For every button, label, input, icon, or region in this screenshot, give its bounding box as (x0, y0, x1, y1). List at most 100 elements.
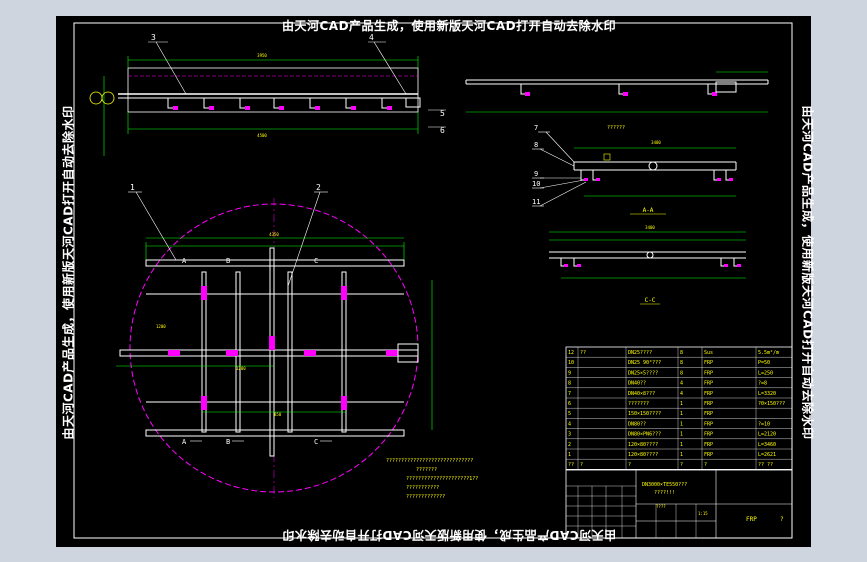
side-view-label: ?????? (607, 125, 625, 131)
dim-plan-v1: 1200 (236, 366, 246, 371)
bom-cell-no: 3 (568, 432, 571, 438)
callout-4: 4 (369, 33, 374, 42)
bom-header-mat: ? (704, 462, 707, 468)
bom-cell-note: 5.5m²/m (758, 350, 779, 356)
dim-top-bottom: 4500 (257, 133, 267, 138)
title-block: DN3000×TE550??? ????!!! FRP ? 1:15 ???? (565, 469, 793, 539)
watermark-right: 由天河CAD产品生成，使用新版天河CAD打开自动去除水印 (800, 105, 815, 440)
bom-header-qty: ? (680, 462, 683, 468)
drawing-border (73, 22, 793, 539)
bom-cell-spec: DN25 90°??? (628, 360, 661, 366)
section-c-label: C-C (645, 297, 656, 304)
bom-cell-note: L=3460 (758, 442, 776, 448)
bom-cell-no: 6 (568, 401, 571, 407)
title-sheet: ? (780, 516, 784, 523)
bom-cell-note: L=3320 (758, 391, 776, 397)
callout-3: 3 (151, 33, 156, 42)
note-line-4: ??????????? (406, 485, 439, 491)
bom-cell-note: L=2621 (758, 452, 776, 458)
bom-cell-mat: FRP (704, 411, 713, 417)
section-c-view: 3400 C-C (549, 225, 746, 305)
bom-cell-no: 2 (568, 442, 571, 448)
watermark-bottom: 由天河CAD产品生成，使用新版天河CAD打开自动去除水印 (282, 528, 617, 542)
view-mark-c-top: C (314, 257, 318, 265)
bom-cell-mat: FRP (704, 442, 713, 448)
note-line-2: ??????? (416, 467, 437, 473)
bom-cell-spec: 120×80???? (628, 452, 658, 458)
bom-cell-spec: DN80×PN6??? (628, 432, 661, 438)
drawing-sheet: 3950 4500 3 4 5 6 ?????? (56, 16, 815, 547)
bom-cell-spec: DN25???? (628, 350, 652, 356)
bom-cell-no: 12 (568, 350, 574, 356)
bom-cell-no: 10 (568, 360, 574, 366)
bom-cell-mat: FRP (704, 370, 713, 376)
watermark-left: 由天河CAD产品生成，使用新版天河CAD打开自动去除水印 (61, 105, 76, 440)
callout-9: 9 (534, 170, 538, 178)
bom-header-name: ? (580, 462, 583, 468)
view-mark-b-bottom: B (226, 438, 230, 446)
bom-cell-spec: 150×150???? (628, 411, 661, 417)
bom-cell-no: 7 (568, 391, 571, 397)
bom-cell-qty: 1 (680, 411, 683, 417)
bom-cell-qty: 4 (680, 391, 683, 397)
bom-cell-mat: Sus (704, 350, 713, 356)
dim-plan-v3: 1200 (156, 324, 166, 329)
bom-cell-spec: DN40?? (628, 381, 646, 387)
title-line-1: DN3000×TE550??? (642, 482, 687, 488)
dim-sec-a: 3400 (651, 140, 661, 145)
callout-7: 7 (534, 124, 538, 132)
note-line-3: ?????????????????????1?? (406, 476, 478, 482)
callout-2: 2 (316, 183, 321, 192)
title-material: FRP (746, 516, 757, 523)
bom-cell-spec: 120×80???? (628, 442, 658, 448)
bom-cell-note: L=2120 (758, 432, 776, 438)
bom-header-no: ?? (568, 462, 574, 468)
bom-cell-qty: 1 (680, 452, 683, 458)
bom-cell-qty: 8 (680, 360, 683, 366)
bom-cell-name: ?? (580, 350, 586, 356)
bom-cell-qty: 8 (680, 350, 683, 356)
bom-cell-mat: FRP (704, 432, 713, 438)
view-mark-a-top: A (182, 257, 187, 265)
bom-cell-mat: FRP (704, 421, 713, 427)
title-scale: 1:15 (698, 511, 708, 516)
bom-cell-mat: FRP (704, 360, 713, 366)
bom-cell-no: 8 (568, 381, 571, 387)
bom-cell-spec: DN80?? (628, 421, 646, 427)
section-a-label: A-A (643, 207, 654, 214)
dim-plan-top: 4350 (269, 232, 279, 237)
cad-drawing: 3950 4500 3 4 5 6 ?????? (73, 22, 793, 539)
title-misc: ???? (656, 504, 666, 509)
plan-view: 4350 1200 850 1200 A B C A B C 1 2 (116, 183, 433, 498)
callout-6: 6 (440, 126, 445, 135)
bom-header-note: ?? ?? (758, 462, 773, 468)
bom-cell-qty: 1 (680, 421, 683, 427)
bom-cell-note: ?=8 (758, 381, 767, 387)
bom-cell-note: L=250 (758, 370, 773, 376)
note-line-5: ????????????? (406, 494, 445, 500)
callout-5: 5 (440, 109, 445, 118)
bom-cell-qty: 8 (680, 370, 683, 376)
bom-cell-note: ?0×150??? (758, 401, 785, 407)
bom-cell-spec: DN25×5???? (628, 370, 658, 376)
bom-cell-note: P=50 (758, 360, 770, 366)
bom-cell-mat: FRP (704, 401, 713, 407)
bom-cell-no: 1 (568, 452, 571, 458)
section-a-view: 3400 A-A 7 8 9 10 11 (532, 124, 737, 215)
bom-cell-mat: FRP (704, 391, 713, 397)
top-elevation-view: 3950 4500 (89, 53, 421, 156)
bom-cell-qty: 1 (680, 401, 683, 407)
notes: ????????????????????????????? ??????? ??… (386, 458, 478, 500)
side-elevation-view: ?????? (465, 71, 769, 131)
dim-plan-v2: 850 (274, 412, 282, 417)
view-mark-c-bottom: C (314, 438, 318, 446)
title-line-2: ????!!! (654, 490, 675, 496)
bom-cell-qty: 1 (680, 432, 683, 438)
bom-cell-no: 5 (568, 411, 571, 417)
bom-cell-spec: DN40×8??? (628, 391, 655, 397)
dim-sec-c: 3400 (645, 225, 655, 230)
bom-cell-qty: 4 (680, 381, 683, 387)
dim-top-overall: 3950 (257, 53, 267, 58)
callout-1: 1 (130, 183, 135, 192)
bom-cell-note: ?=10 (758, 421, 770, 427)
